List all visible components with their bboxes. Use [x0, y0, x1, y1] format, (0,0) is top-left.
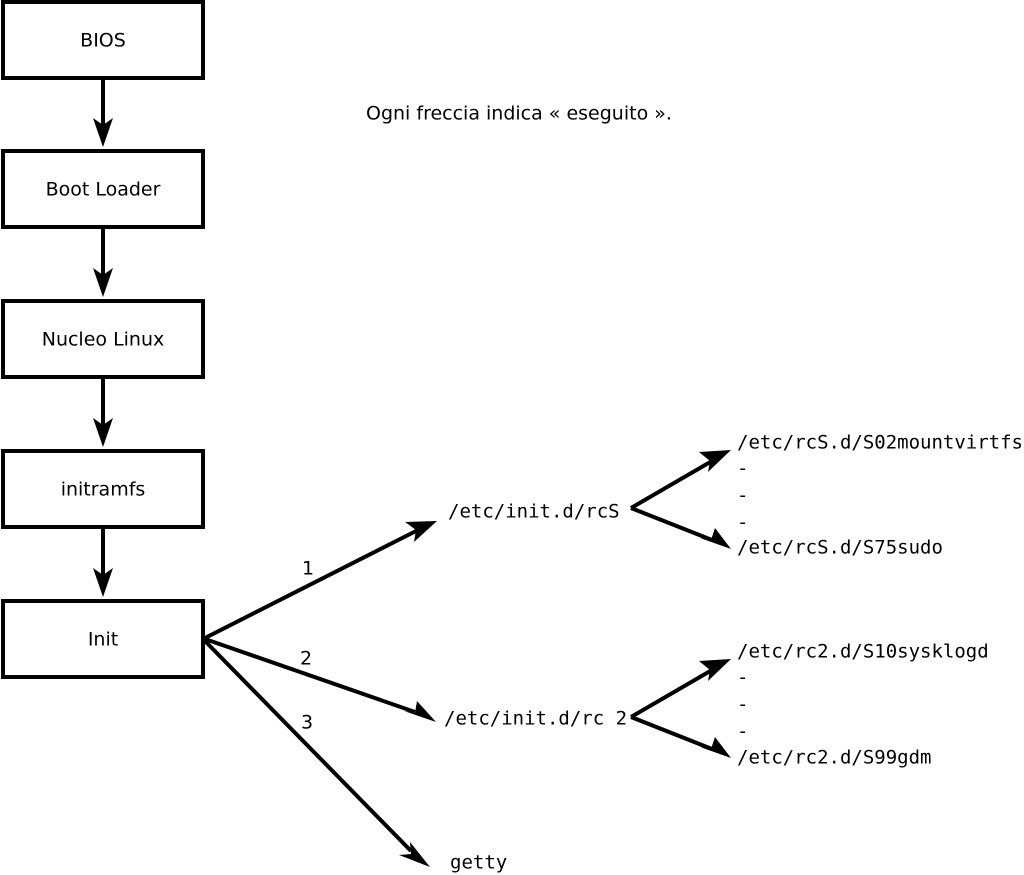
rcs-ellipsis-dash-2: - [737, 485, 748, 507]
node-boot-loader-label: Boot Loader [46, 179, 161, 201]
branch-number-2: 2 [300, 648, 312, 670]
arrow-bootloader-to-kernel [93, 227, 113, 297]
arrow-shaft [630, 506, 713, 542]
arrow-head-icon [399, 842, 430, 867]
rcs-ellipsis-dash-1: - [737, 458, 748, 480]
node-init-rect[interactable] [1, 599, 205, 679]
node-init[interactable]: Init [1, 599, 205, 679]
rc2-ellipsis-dash-1: - [737, 667, 748, 689]
rc2-fanout-up-arrow [629, 659, 731, 719]
arrow-head-icon [93, 568, 113, 597]
branch-number-1: 1 [302, 558, 314, 580]
label-getty[interactable]: getty [450, 852, 507, 874]
node-nucleo-linux-rect[interactable] [1, 299, 205, 379]
node-initramfs-label: initramfs [61, 479, 146, 501]
arrow-head-icon [699, 659, 731, 681]
arrow-initramfs-to-init [93, 527, 113, 597]
node-boot-loader-rect[interactable] [1, 149, 205, 229]
label-rcs-first-script[interactable]: /etc/rcS.d/S02mountvirtfs [737, 432, 1023, 454]
arrow-head-icon [93, 418, 113, 447]
label-init-d-rc2[interactable]: /etc/init.d/rc 2 [444, 708, 627, 730]
node-nucleo-linux[interactable]: Nucleo Linux [1, 299, 205, 379]
arrow-shaft [629, 668, 714, 719]
arrow-head-icon [699, 450, 731, 472]
branch-3-arrow [203, 639, 430, 867]
node-nucleo-linux-label: Nucleo Linux [42, 329, 165, 351]
label-rc2-last-script[interactable]: /etc/rc2.d/S99gdm [737, 747, 931, 769]
rc2-ellipsis-dash-2: - [737, 694, 748, 716]
rcs-fanout-down-arrow [630, 506, 731, 549]
arrow-shaft [204, 528, 419, 640]
node-boot-loader[interactable]: Boot Loader [1, 149, 205, 229]
arrow-shaft [203, 639, 413, 853]
arrow-head-icon [700, 737, 731, 758]
label-init-d-rcs[interactable]: /etc/init.d/rcS [448, 501, 620, 523]
branch-2-arrow [204, 637, 436, 722]
branch-1-arrow [204, 521, 437, 640]
arrow-head-icon [93, 268, 113, 297]
rcs-fanout-up-arrow [629, 450, 731, 510]
label-rc2-first-script[interactable]: /etc/rc2.d/S10sysklogd [737, 641, 989, 663]
node-bios-rect[interactable] [1, 0, 205, 80]
arrow-shaft [629, 459, 714, 510]
rcs-ellipsis-dash-3: - [737, 512, 748, 534]
diagram-caption: Ogni freccia indica « eseguito ». [366, 103, 672, 125]
node-bios-label: BIOS [80, 30, 126, 52]
arrow-head-icon [700, 528, 731, 549]
arrow-head-icon [405, 521, 437, 542]
rc2-ellipsis-dash-3: - [737, 721, 748, 743]
arrow-head-icon [93, 118, 113, 147]
branch-number-3: 3 [301, 712, 313, 734]
rc2-fanout-down-arrow [630, 715, 731, 758]
arrow-kernel-to-initramfs [93, 377, 113, 447]
arrow-shaft [630, 715, 713, 751]
arrow-bios-to-bootloader [93, 78, 113, 147]
node-initramfs[interactable]: initramfs [1, 449, 205, 529]
arrow-head-icon [404, 701, 436, 722]
node-init-label: Init [88, 629, 118, 651]
node-bios[interactable]: BIOS [1, 0, 205, 80]
arrow-shaft [204, 637, 416, 714]
label-rcs-last-script[interactable]: /etc/rcS.d/S75sudo [737, 537, 943, 559]
